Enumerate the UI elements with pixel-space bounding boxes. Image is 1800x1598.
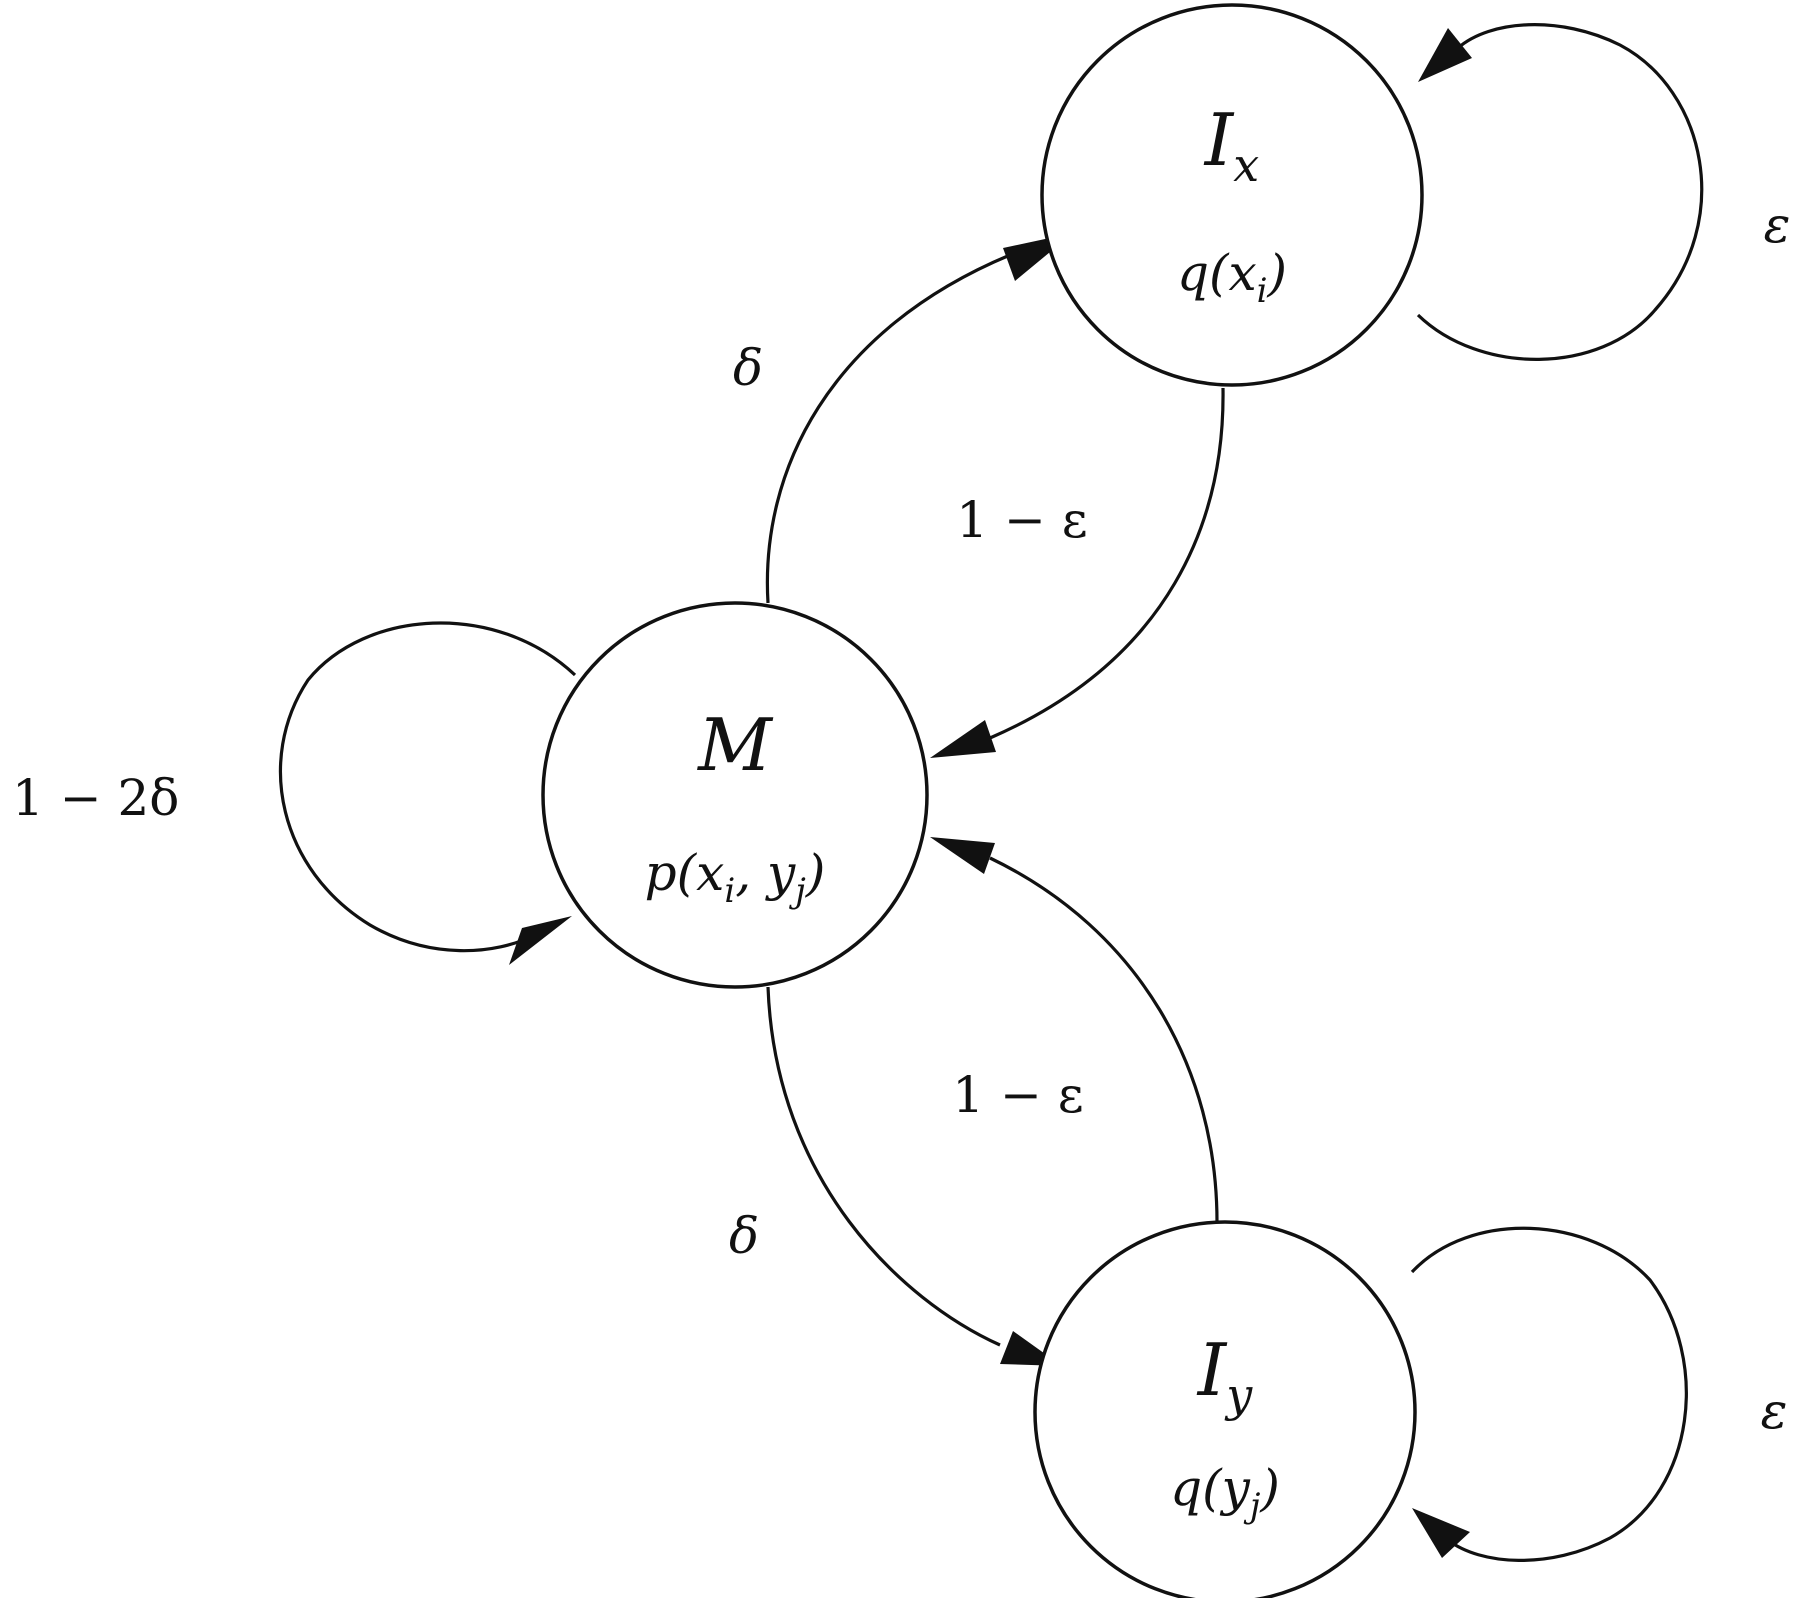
iy-self-loop xyxy=(1410,1226,1688,1562)
match-self-loop-label: 1 − 2δ xyxy=(12,769,179,827)
arrowhead xyxy=(930,837,995,874)
match-to-ix-label: δ xyxy=(733,339,763,397)
edge-match-to-iy xyxy=(766,986,1062,1366)
match-self-loop xyxy=(278,621,577,965)
match-state-emission: p(xi​, yj​) xyxy=(645,844,826,911)
ix-to-match-label: 1 − ε xyxy=(956,491,1087,549)
insert-x-symbol: Ix​ xyxy=(1203,98,1259,192)
match-to-iy-label: δ xyxy=(729,1207,759,1265)
ix-self-loop xyxy=(1416,23,1704,361)
arrowhead xyxy=(1412,1508,1470,1558)
arrowhead xyxy=(930,720,996,758)
arrowhead xyxy=(509,916,572,965)
iy-to-match-label: 1 − ε xyxy=(952,1066,1083,1124)
arrowhead xyxy=(1418,28,1472,82)
edge-iy-to-match xyxy=(930,837,1219,1223)
match-state-symbol: M xyxy=(696,703,774,787)
insert-y-state-node: Iy​ q(yj​) xyxy=(1033,1220,1417,1598)
insert-y-emission: q(yj​) xyxy=(1170,1459,1280,1526)
edge-ix-to-match xyxy=(930,387,1225,758)
insert-y-symbol: Iy​ xyxy=(1196,1328,1253,1422)
match-state-node: M p(xi​, yj​) xyxy=(541,601,929,989)
iy-self-loop-label: ε xyxy=(1761,1382,1788,1440)
ix-self-loop-label: ε xyxy=(1764,196,1791,254)
insert-x-emission: q(xi​) xyxy=(1177,244,1287,311)
insert-x-state-node: Ix​ q(xi​) xyxy=(1040,3,1424,387)
